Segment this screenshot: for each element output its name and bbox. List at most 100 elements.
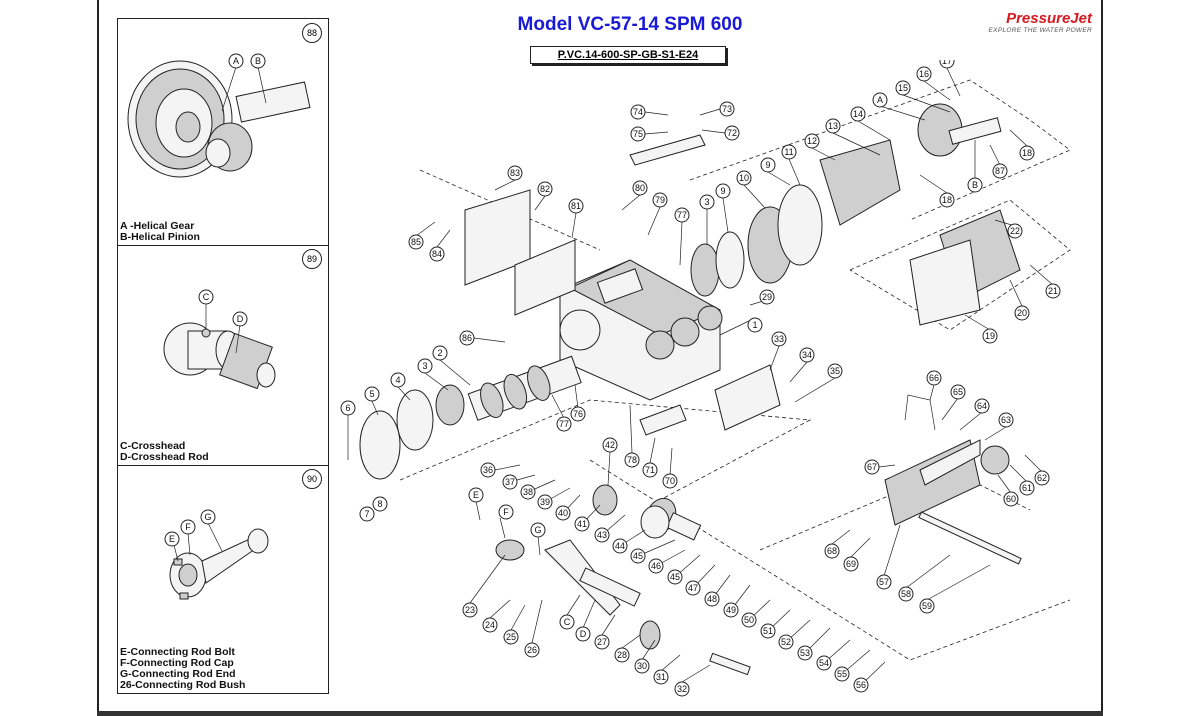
callout-80: 80 xyxy=(621,180,648,211)
callout-20: 20 xyxy=(1009,279,1030,321)
svg-text:47: 47 xyxy=(688,583,698,593)
pinion-b xyxy=(948,117,1002,145)
svg-text:77: 77 xyxy=(559,419,569,429)
callout-13: 13 xyxy=(825,118,881,156)
callout-A-main: A xyxy=(872,92,926,121)
valve-60 xyxy=(980,445,1010,475)
label-helical-pinion: B-Helical Pinion xyxy=(120,231,200,243)
callout-76: 76 xyxy=(570,384,586,422)
callout-49: 49 xyxy=(723,584,751,618)
exploded-pump-diagram: 1 2 3 3 4 5 6 7 8 9 9 10 11 12 13 14 15 … xyxy=(340,60,1071,697)
gasket-plate xyxy=(514,239,576,316)
svg-text:D: D xyxy=(580,629,587,639)
model-title: Model VC-57-14 SPM 600 xyxy=(517,14,743,35)
svg-text:68: 68 xyxy=(827,546,837,556)
svg-text:55: 55 xyxy=(837,669,847,679)
callout-38: 38 xyxy=(520,479,556,500)
svg-text:81: 81 xyxy=(571,201,581,211)
plate-33 xyxy=(714,364,781,431)
callout-4: 4 xyxy=(390,372,411,401)
callout-45b: 45 xyxy=(667,554,701,585)
svg-text:72: 72 xyxy=(727,128,737,138)
svg-text:12: 12 xyxy=(807,136,817,146)
svg-text:59: 59 xyxy=(922,601,932,611)
callout-65: 65 xyxy=(941,384,966,421)
svg-text:45: 45 xyxy=(670,572,680,582)
callout-59: 59 xyxy=(919,564,991,614)
panel-90-labels: E-Connecting Rod Bolt F-Connecting Rod C… xyxy=(120,647,245,691)
label-crosshead: C-Crosshead xyxy=(120,440,186,452)
callout-82: 82 xyxy=(534,181,553,211)
svg-text:76: 76 xyxy=(573,409,583,419)
svg-text:49: 49 xyxy=(726,605,736,615)
part-code: P.VC.14-600-SP-GB-S1-E24 xyxy=(530,46,726,64)
callout-27: 27 xyxy=(594,614,616,650)
callout-D-main: D xyxy=(575,599,596,642)
svg-text:71: 71 xyxy=(645,465,655,475)
callout-75: 75 xyxy=(630,126,669,142)
gasket-4 xyxy=(396,389,434,451)
svg-text:41: 41 xyxy=(577,519,587,529)
callout-2: 2 xyxy=(432,345,471,386)
callout-32: 32 xyxy=(674,664,711,697)
svg-text:36: 36 xyxy=(483,465,493,475)
svg-text:85: 85 xyxy=(411,237,421,247)
svg-text:65: 65 xyxy=(953,387,963,397)
svg-text:44: 44 xyxy=(615,541,625,551)
callout-34: 34 xyxy=(789,347,815,383)
svg-text:1: 1 xyxy=(752,320,757,330)
svg-text:C: C xyxy=(564,617,571,627)
callout-45a: 45 xyxy=(630,539,676,564)
callout-61: 61 xyxy=(1009,464,1035,496)
svg-text:6: 6 xyxy=(345,403,350,413)
svg-text:B: B xyxy=(972,180,978,190)
callout-84: 84 xyxy=(429,229,451,262)
drawing-sheet xyxy=(97,0,1103,716)
svg-text:F: F xyxy=(185,522,191,532)
svg-text:78: 78 xyxy=(627,455,637,465)
top-plate xyxy=(629,134,706,166)
callout-3b: 3 xyxy=(417,358,449,391)
callout-24: 24 xyxy=(482,599,511,633)
connecting-rod-drawing: E F G xyxy=(164,509,269,600)
bearing-3-left xyxy=(435,384,465,426)
callout-10: 10 xyxy=(736,170,766,209)
svg-text:33: 33 xyxy=(774,334,784,344)
svg-text:38: 38 xyxy=(523,487,533,497)
panel-crosshead: C D 89 C-Crosshead D-Crosshead Rod xyxy=(118,245,328,466)
callout-43: 43 xyxy=(594,514,626,543)
svg-text:15: 15 xyxy=(898,83,908,93)
callout-48: 48 xyxy=(704,574,731,607)
callout-53: 53 xyxy=(797,627,831,661)
svg-text:26: 26 xyxy=(527,645,537,655)
svg-text:42: 42 xyxy=(605,440,615,450)
svg-text:4: 4 xyxy=(395,375,400,385)
rod-58 xyxy=(918,511,1022,565)
callout-81: 81 xyxy=(568,198,584,239)
callout-22: 22 xyxy=(994,219,1023,239)
callout-55: 55 xyxy=(834,649,871,682)
callout-15: 15 xyxy=(895,80,951,113)
svg-text:D: D xyxy=(237,314,244,324)
svg-text:70: 70 xyxy=(665,476,675,486)
callout-21: 21 xyxy=(1029,264,1061,299)
callout-23: 23 xyxy=(462,554,506,618)
pump-parts xyxy=(359,103,1022,676)
svg-text:14: 14 xyxy=(853,109,863,119)
svg-text:A: A xyxy=(877,95,883,105)
panel-89-labels: C-Crosshead D-Crosshead Rod xyxy=(120,441,209,463)
crankshaft-2 xyxy=(467,355,582,421)
callout-30: 30 xyxy=(634,639,656,674)
brand-name: PressureJet xyxy=(1006,10,1092,27)
callout-B: B xyxy=(250,53,266,69)
gasket-11 xyxy=(777,184,823,266)
callout-73: 73 xyxy=(699,101,735,117)
svg-text:61: 61 xyxy=(1022,483,1032,493)
svg-text:43: 43 xyxy=(597,530,607,540)
svg-text:31: 31 xyxy=(656,672,666,682)
callout-9b: 9 xyxy=(760,157,791,186)
panel-connecting-rod: E F G 90 E-Connecting Rod Bolt F-Connect… xyxy=(118,465,328,693)
callout-26: 26 xyxy=(524,599,543,658)
callout-77b: 77 xyxy=(551,394,572,432)
callout-labels: 1 2 3 3 4 5 6 7 8 9 9 10 11 12 13 14 15 … xyxy=(340,60,1061,697)
